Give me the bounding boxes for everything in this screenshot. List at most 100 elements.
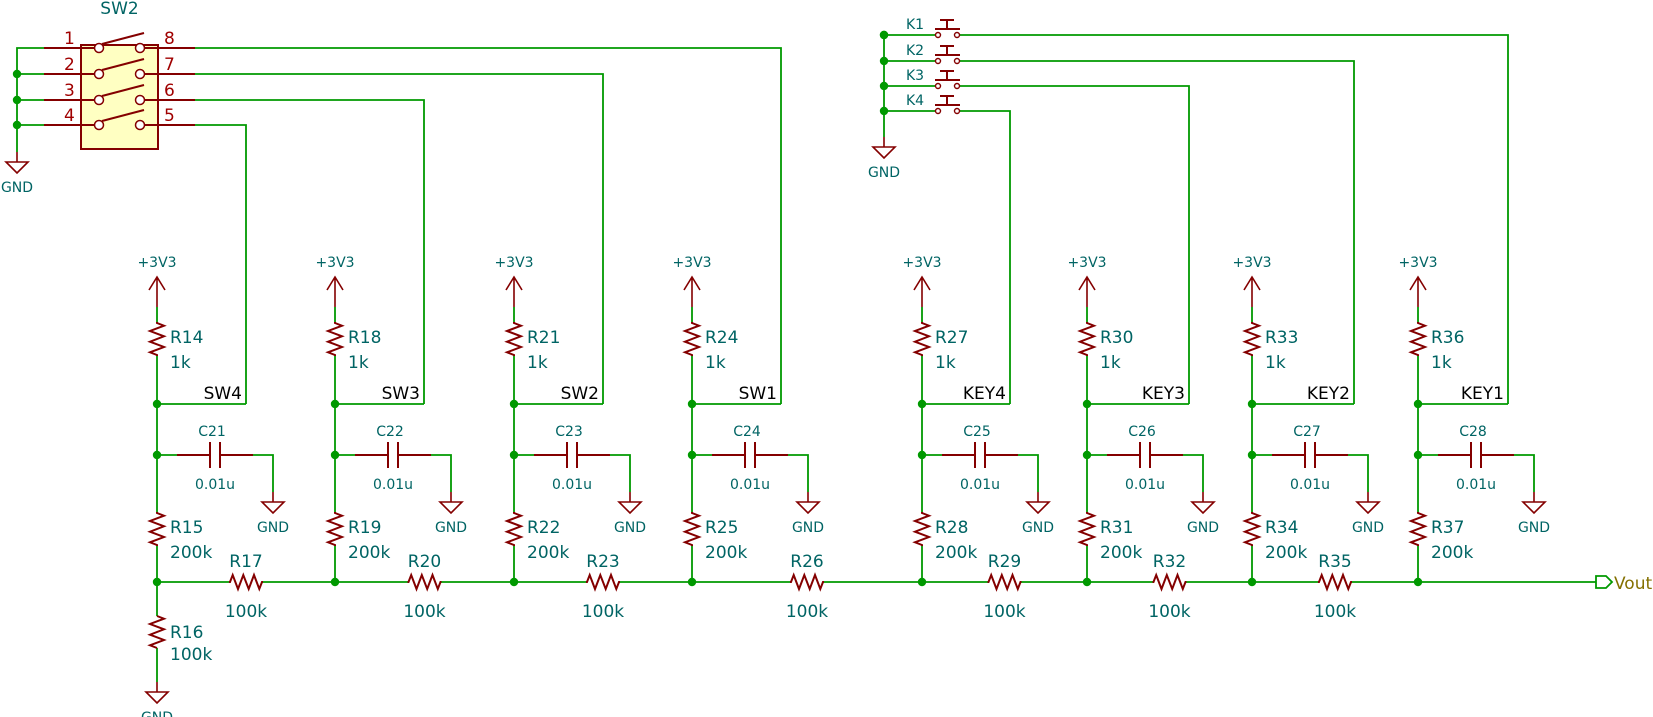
power-label: +3V3 [494, 255, 533, 271]
power-label: +3V3 [902, 255, 941, 271]
capacitor-value: 0.01u [195, 477, 235, 493]
wire [195, 99, 425, 404]
capacitor-ref: C26 [1128, 424, 1156, 440]
dip-pin-number-right: 6 [164, 81, 175, 101]
resistor-symbol [407, 572, 442, 592]
bottom-resistor-value: 100k [170, 645, 212, 665]
capacitor-value: 0.01u [1456, 477, 1496, 493]
ground-label: GND [1187, 520, 1219, 536]
power-label: +3V3 [1232, 255, 1271, 271]
wire [195, 47, 782, 404]
series-value: 100k [403, 602, 445, 622]
net-label: SW3 [382, 384, 420, 404]
power-label: +3V3 [137, 255, 176, 271]
junction-dot [879, 56, 889, 66]
pullup-value: 1k [1100, 353, 1121, 373]
ground-label: GND [614, 520, 646, 536]
capacitor-value: 0.01u [1290, 477, 1330, 493]
power-arrow-symbol [326, 275, 344, 307]
dip-pin-number-left: 3 [64, 81, 75, 101]
ground-symbol [438, 492, 464, 515]
ground-symbol [871, 137, 897, 160]
series-value: 100k [786, 602, 828, 622]
junction-dot [12, 69, 22, 79]
power-arrow-symbol [1409, 275, 1427, 307]
key-contact [953, 107, 961, 115]
capacitor-value: 0.01u [1125, 477, 1165, 493]
ground-symbol [1190, 492, 1216, 515]
capacitor-value: 0.01u [730, 477, 770, 493]
pullup-value: 1k [527, 353, 548, 373]
shunt-value: 200k [348, 543, 390, 563]
dip-pin-number-left: 2 [64, 55, 75, 75]
series-value: 100k [1314, 602, 1356, 622]
pullup-ref: R33 [1265, 328, 1298, 348]
dip-switch-body [80, 44, 159, 150]
capacitor-value: 0.01u [552, 477, 592, 493]
key-contact [953, 31, 961, 39]
net-label: KEY4 [963, 384, 1006, 404]
shunt-ref: R34 [1265, 518, 1298, 538]
resistor-symbol [1242, 512, 1262, 546]
ground-symbol [1355, 492, 1381, 515]
resistor-symbol [147, 615, 167, 649]
wire [960, 85, 1190, 404]
capacitor-ref: C22 [376, 424, 404, 440]
wire [610, 454, 631, 492]
bottom-resistor-ref: R16 [170, 623, 203, 643]
pullup-ref: R36 [1431, 328, 1464, 348]
resistor-symbol [147, 322, 167, 356]
ground-label: GND [257, 520, 289, 536]
net-label: KEY2 [1307, 384, 1350, 404]
wire [960, 110, 1011, 404]
ground-symbol [1521, 492, 1547, 515]
wire [195, 124, 247, 404]
net-label: SW2 [561, 384, 599, 404]
ground-symbol [260, 492, 286, 515]
junction-dot [879, 81, 889, 91]
shunt-value: 200k [1431, 543, 1473, 563]
power-label: +3V3 [1067, 255, 1106, 271]
dip-pin-number-right: 8 [164, 29, 175, 49]
power-arrow-symbol [913, 275, 931, 307]
dip-contact [134, 42, 146, 54]
wire [1514, 454, 1535, 492]
series-ref: R20 [408, 552, 441, 572]
ground-symbol [144, 682, 170, 705]
ground-label: GND [792, 520, 824, 536]
shunt-value: 200k [1265, 543, 1307, 563]
key-label: K2 [906, 43, 924, 59]
dip-contact [93, 94, 105, 106]
net-label: KEY1 [1461, 384, 1504, 404]
ground-label: GND [141, 710, 173, 717]
capacitor-ref: C28 [1459, 424, 1487, 440]
key-contact [934, 57, 942, 65]
power-arrow-symbol [1078, 275, 1096, 307]
dip-contact [93, 119, 105, 131]
ground-symbol [795, 492, 821, 515]
key-label: K1 [906, 17, 924, 33]
resistor-symbol [790, 572, 824, 592]
resistor-symbol [987, 572, 1022, 592]
key-contact [953, 57, 961, 65]
pullup-value: 1k [348, 353, 369, 373]
net-label: SW4 [204, 384, 242, 404]
power-arrow-symbol [683, 275, 701, 307]
dip-contact [134, 68, 146, 80]
series-value: 100k [1148, 602, 1190, 622]
pullup-value: 1k [1265, 353, 1286, 373]
capacitor-ref: C21 [198, 424, 226, 440]
ground-label: GND [1518, 520, 1550, 536]
series-value: 100k [225, 602, 267, 622]
resistor-symbol [1318, 572, 1352, 592]
resistor-symbol [504, 512, 524, 546]
power-arrow-symbol [148, 275, 166, 307]
series-value: 100k [983, 602, 1025, 622]
resistor-symbol [586, 572, 620, 592]
key-contact [953, 82, 961, 90]
output-port-symbol [1595, 575, 1614, 589]
pullup-ref: R21 [527, 328, 560, 348]
junction-dot [879, 106, 889, 116]
net-label: SW1 [739, 384, 777, 404]
series-value: 100k [582, 602, 624, 622]
